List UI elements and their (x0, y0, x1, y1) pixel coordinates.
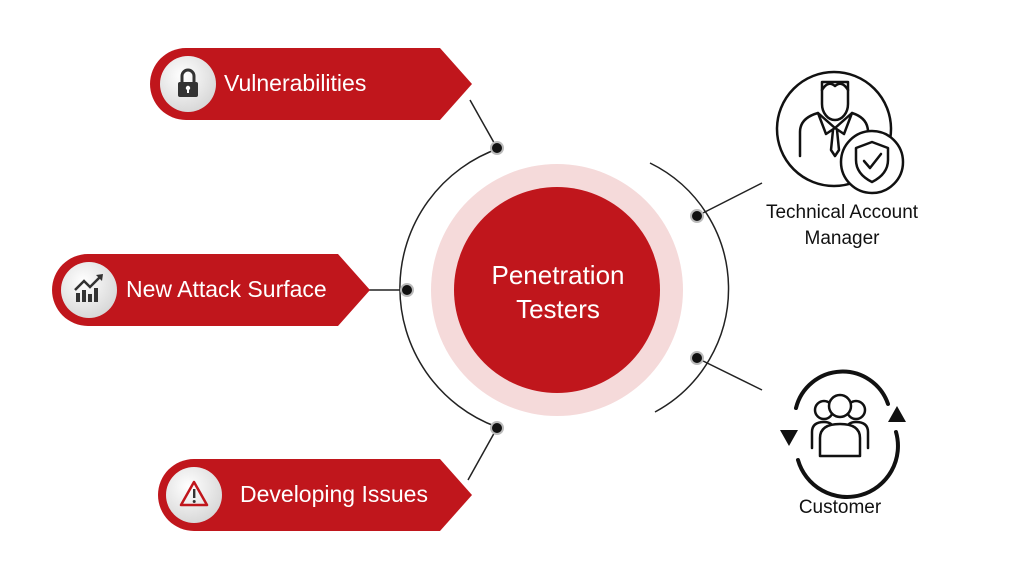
dot-manager (690, 209, 704, 223)
dot-developing-issues (490, 421, 504, 435)
tag-label-developing-issues: Developing Issues (240, 481, 428, 507)
center-circle (454, 187, 660, 393)
trend-chart-icon (61, 262, 117, 318)
warning-triangle-icon (166, 467, 222, 523)
dot-attack-surface (400, 283, 414, 297)
outer-arc-right (649, 162, 730, 413)
tag-shape-vulnerabilities (150, 48, 472, 120)
customer-group-cycle-icon (780, 369, 906, 499)
connector-dots (400, 141, 704, 435)
center-title-line1: Penetration (491, 260, 625, 290)
connector-developing-issues (467, 427, 498, 481)
padlock-icon (160, 56, 216, 112)
dot-customer (690, 351, 704, 365)
tag-label-attack-surface: New Attack Surface (126, 276, 327, 302)
connector-vulnerabilities (469, 99, 498, 149)
connector-customer (696, 357, 763, 391)
dot-vulnerabilities (490, 141, 504, 155)
outer-arc-left (399, 147, 501, 428)
node-label-manager-line1: Technical Account (765, 202, 919, 223)
node-label-manager-line2: Manager (804, 228, 880, 249)
connector-manager (696, 182, 763, 217)
center-title: Penetration Testers (458, 258, 658, 326)
tag-shape-attack-surface (52, 254, 371, 326)
node-label-customer: Customer (798, 497, 882, 518)
manager-shield-icon (775, 70, 905, 195)
center-title-line2: Testers (516, 294, 600, 324)
tag-shape-developing-issues (158, 459, 472, 531)
node-label-manager: Technical Account Manager (744, 200, 940, 252)
tag-label-vulnerabilities: Vulnerabilities (224, 70, 367, 96)
